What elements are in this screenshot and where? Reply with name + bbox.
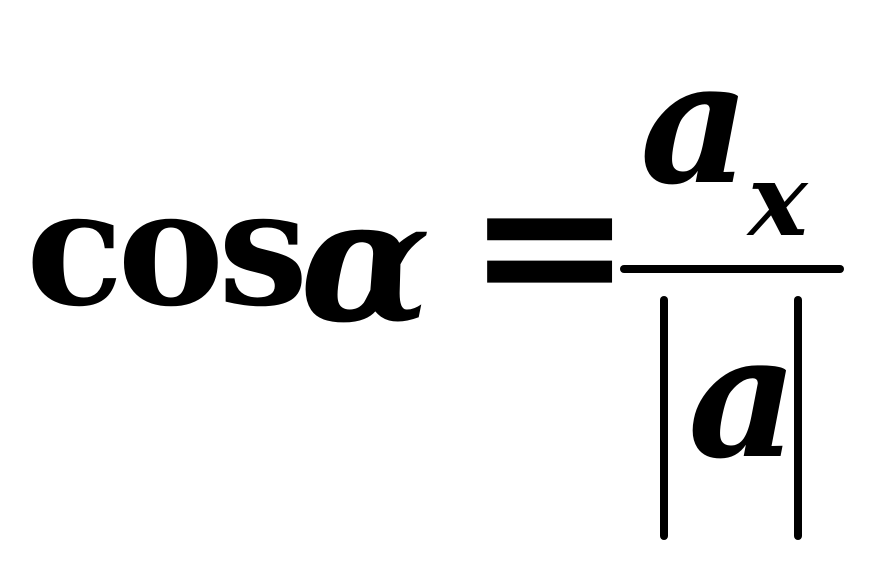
alpha-symbol: α [300, 161, 431, 361]
equals-sign: = [466, 134, 634, 355]
abs-bar-left [660, 296, 668, 540]
abs-bar-right [794, 296, 802, 540]
fraction-bar [620, 265, 844, 273]
numerator-symbol: a [640, 23, 751, 223]
numerator-subscript: x [748, 141, 808, 259]
cos-function: cos [26, 154, 308, 342]
denominator-symbol: a [688, 297, 799, 497]
